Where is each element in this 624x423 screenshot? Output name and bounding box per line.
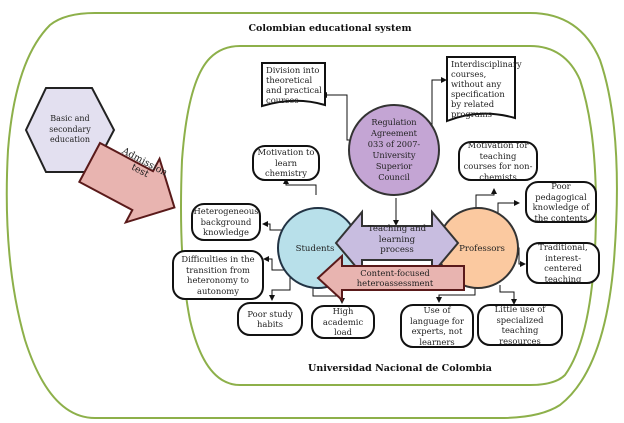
- outer-container-title: Colombian educational system: [248, 22, 412, 34]
- students-label: Students: [295, 243, 335, 254]
- professors-label: Professors: [459, 243, 505, 254]
- student-issue-study-habits: Poor study habits: [237, 302, 303, 336]
- student-issue-autonomy-transition: Difficulties in the transition from hete…: [172, 250, 264, 300]
- assessment-label: Content-focused heteroassessment: [356, 267, 434, 289]
- teaching-label: Teaching and learning process: [367, 224, 427, 256]
- regulation-circle: [348, 104, 440, 196]
- outer-container-border: [5, 12, 618, 419]
- professor-issue-teaching-resources: Little use of specialized teaching resou…: [477, 304, 563, 346]
- inner-container-title: Universidad Nacional de Colombia: [308, 362, 492, 374]
- inner-container-border: [180, 45, 597, 386]
- assessment-arrow: [316, 253, 465, 303]
- student-issue-motivation: Motivation to learn chemistry: [252, 145, 320, 181]
- teaching-arrow: [334, 209, 460, 277]
- regulation-outcome-division: Division into theoretical and practical …: [266, 65, 322, 105]
- admission-arrow: [77, 141, 176, 225]
- regulation-label: Regulation Agreement 033 of 2007- Univer…: [367, 117, 421, 182]
- professor-issue-motivation: Motivation for teaching courses for non-…: [458, 140, 538, 182]
- doc-shape-division: [261, 62, 326, 108]
- professor-issue-traditional-teaching: Traditional, interest-centered teaching: [526, 242, 600, 284]
- regulation-outcome-interdisciplinary: Interdisciplinary courses, without any s…: [451, 59, 522, 119]
- basic-education-label: Basic and secondary education: [49, 114, 91, 145]
- student-issue-heterogeneous-knowledge: Heterogeneous background knowledge: [191, 203, 261, 241]
- student-issue-academic-load: High academic load: [311, 305, 375, 339]
- doc-shape-interdisciplinary: [446, 56, 516, 123]
- professor-issue-pedagogical-knowledge: Poor pedagogical knowledge of the conten…: [525, 181, 597, 223]
- professor-issue-expert-language: Use of language for experts, not learner…: [400, 304, 474, 348]
